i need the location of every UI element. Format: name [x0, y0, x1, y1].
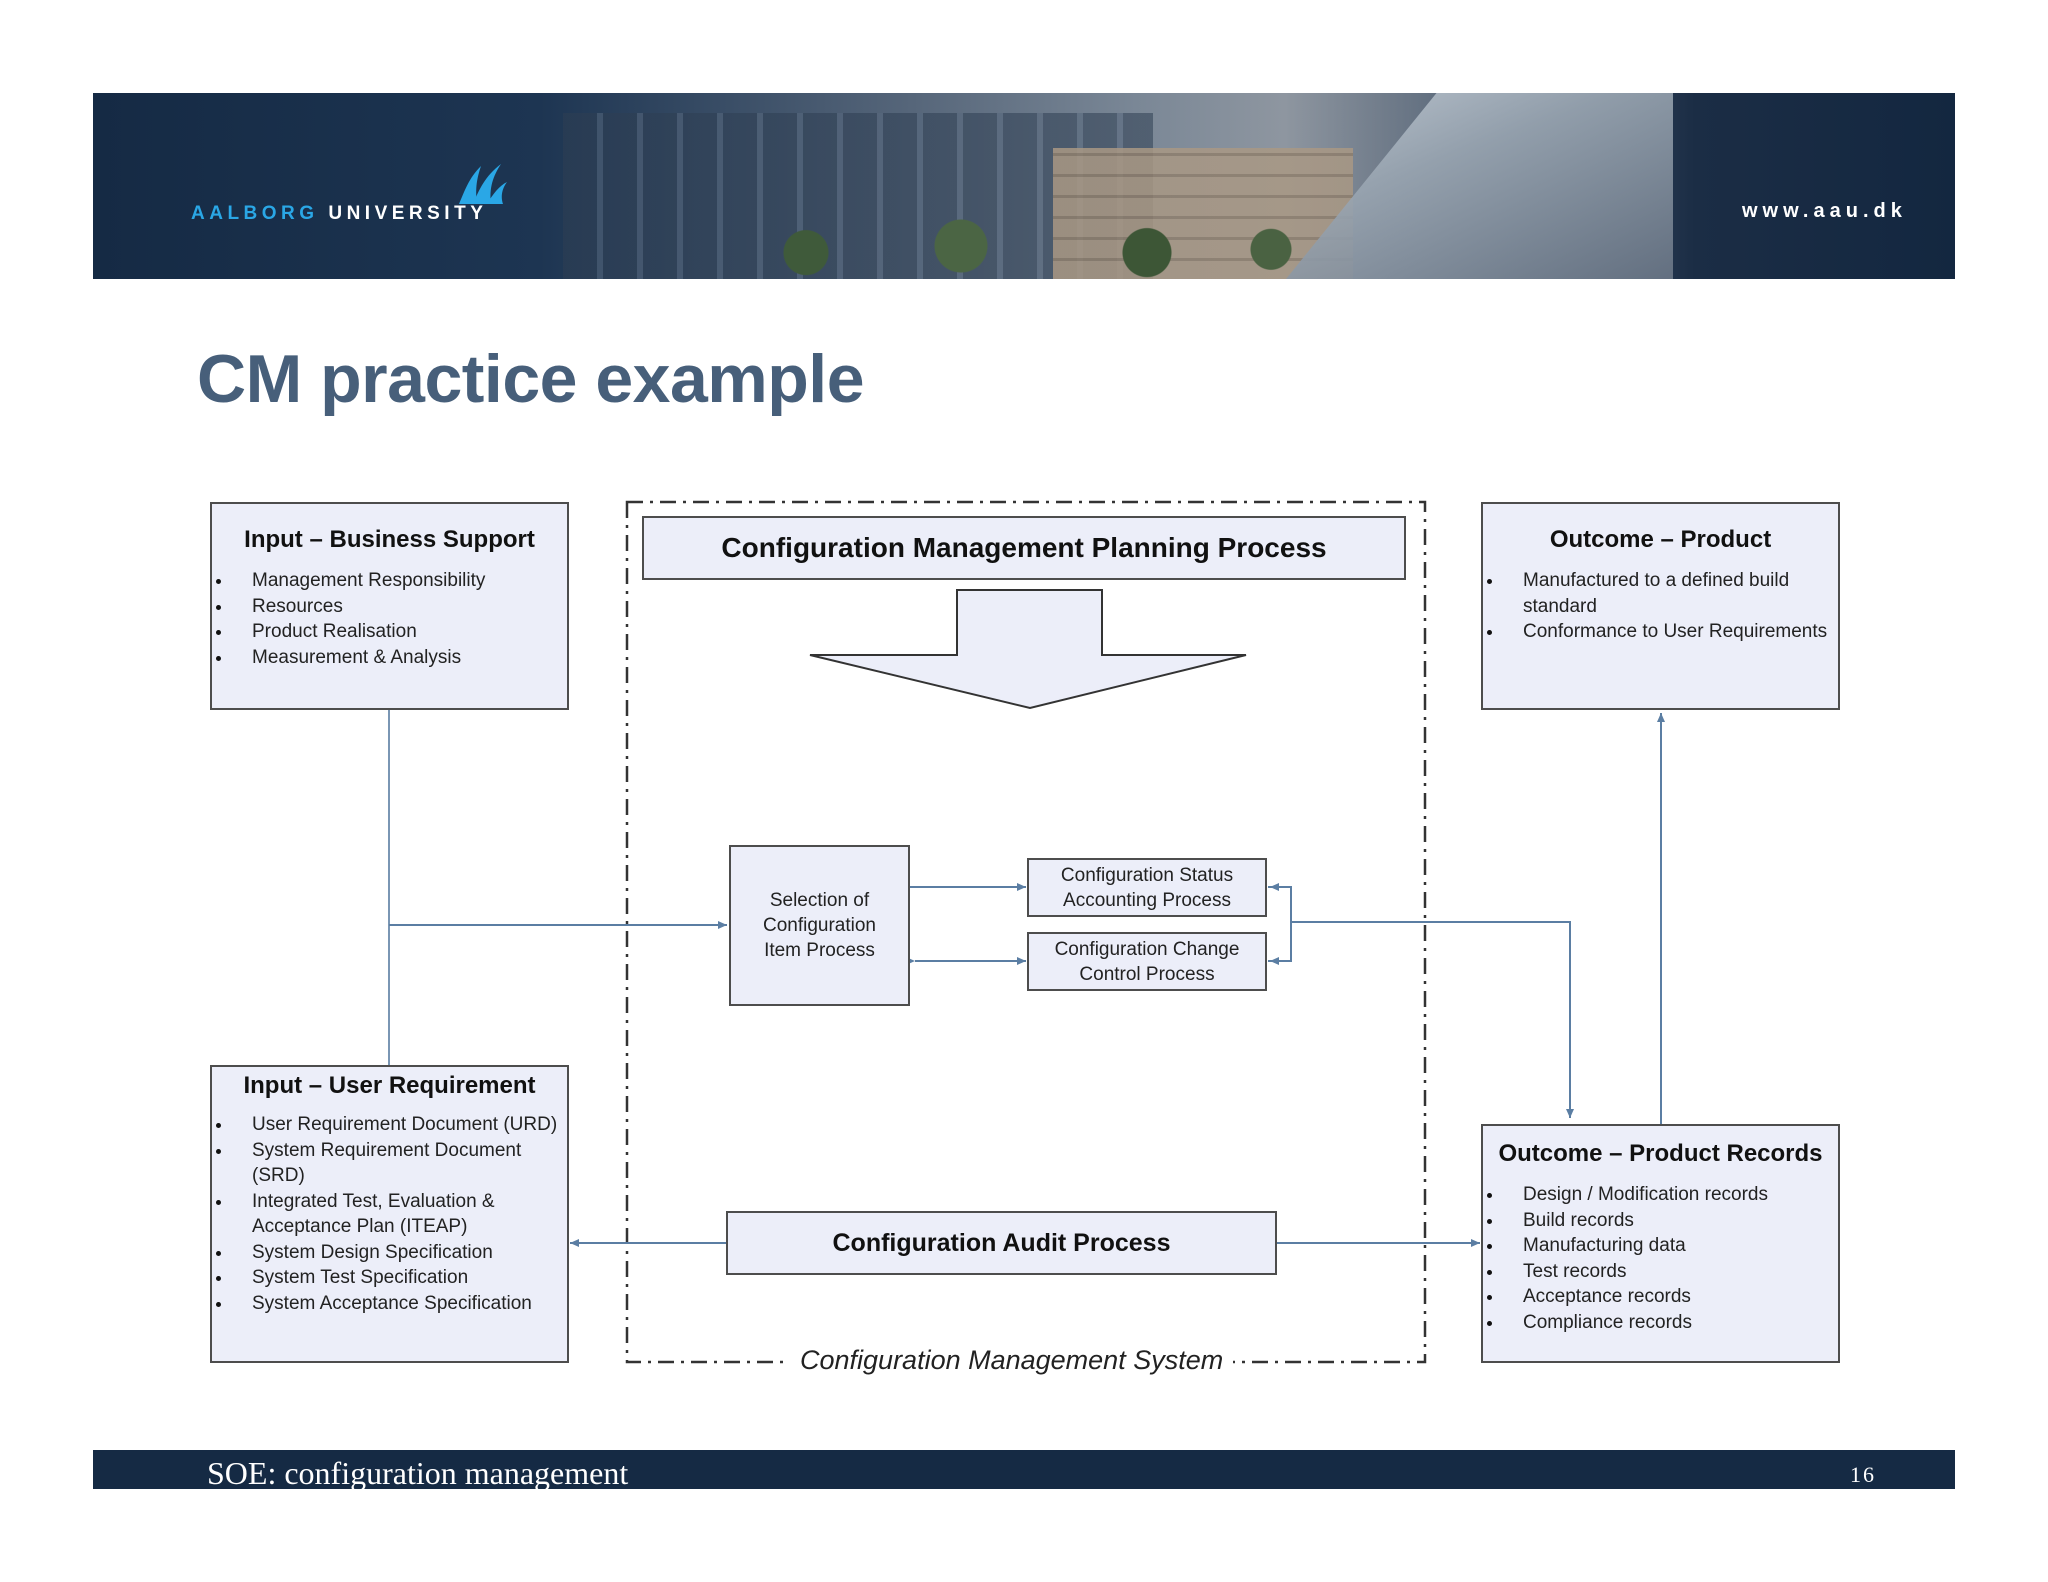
input-user-requirement-box: Input – User Requirement User Requiremen… [210, 1065, 569, 1363]
list-item: Manufactured to a defined build standard [1487, 568, 1838, 619]
list-item: System Test Specification [216, 1265, 567, 1291]
footer-text: SOE: configuration management [207, 1455, 629, 1491]
planning-process-label: Configuration Management Planning Proces… [721, 532, 1327, 563]
selection-process-label: Selection of Configuration Item Process [762, 890, 877, 961]
list-item: Management Responsibility [216, 568, 567, 594]
page-number: 16 [1850, 1462, 1876, 1487]
cms-system-label: Configuration Management System [790, 1345, 1234, 1376]
outcome-product-records-title: Outcome – Product Records [1498, 1140, 1823, 1167]
outcome-product-title: Outcome – Product [1549, 526, 1772, 553]
input-user-requirement-title: Input – User Requirement [243, 1072, 536, 1099]
status-change-bracket [1268, 886, 1292, 962]
input-business-support-box: Input – Business Support Management Resp… [210, 502, 569, 710]
university-logo-icon [459, 164, 507, 204]
list-item: Product Realisation [216, 619, 567, 645]
outcome-product-records-list: Design / Modification records Build reco… [1483, 1182, 1838, 1335]
change-control-label: Configuration Change Control Process [1054, 938, 1240, 985]
outcome-product-records-box: Outcome – Product Records Design / Modif… [1481, 1124, 1840, 1363]
status-accounting-label: Configuration Status Accounting Process [1060, 864, 1234, 911]
list-item: Compliance records [1487, 1310, 1838, 1336]
list-item: Test records [1487, 1259, 1838, 1285]
selection-process-box: Selection of Configuration Item Process [729, 845, 910, 1006]
list-item: System Acceptance Specification [216, 1291, 567, 1317]
footer-bar [93, 1450, 1955, 1489]
page-title: CM practice example [197, 341, 865, 417]
to-records-connector [1291, 921, 1574, 1118]
logo-text-university: UNIVERSITY [328, 203, 488, 224]
audit-process-label: Configuration Audit Process [832, 1228, 1171, 1257]
header-banner [93, 93, 1955, 279]
planning-process-box: Configuration Management Planning Proces… [642, 516, 1406, 580]
list-item: Design / Modification records [1487, 1182, 1838, 1208]
list-item: Resources [216, 594, 567, 620]
list-item: Manufacturing data [1487, 1233, 1838, 1259]
list-item: Build records [1487, 1208, 1838, 1234]
status-accounting-box: Configuration Status Accounting Process [1027, 858, 1267, 917]
university-logo-text: AALBORG UNIVERSITY [191, 203, 487, 225]
input-business-support-list: Management Responsibility Resources Prod… [212, 568, 567, 670]
banner-trees [713, 213, 1333, 279]
outcome-product-list: Manufactured to a defined build standard… [1483, 568, 1838, 645]
change-control-box: Configuration Change Control Process [1027, 932, 1267, 991]
list-item: Acceptance records [1487, 1284, 1838, 1310]
logo-text-aalborg: AALBORG [191, 203, 319, 224]
list-item: Measurement & Analysis [216, 645, 567, 671]
list-item: System Design Specification [216, 1240, 567, 1266]
audit-process-box: Configuration Audit Process [726, 1211, 1277, 1275]
input-business-support-title: Input – Business Support [244, 526, 535, 553]
list-item: Integrated Test, Evaluation & Acceptance… [216, 1189, 567, 1240]
planning-down-arrow [809, 589, 1247, 710]
site-url[interactable]: www.aau.dk [1742, 200, 1907, 222]
list-item: User Requirement Document (URD) [216, 1112, 567, 1138]
list-item: System Requirement Document (SRD) [216, 1138, 567, 1189]
outcome-product-box: Outcome – Product Manufactured to a defi… [1481, 502, 1840, 710]
input-user-requirement-list: User Requirement Document (URD) System R… [212, 1112, 567, 1316]
list-item: Conformance to User Requirements [1487, 619, 1838, 645]
